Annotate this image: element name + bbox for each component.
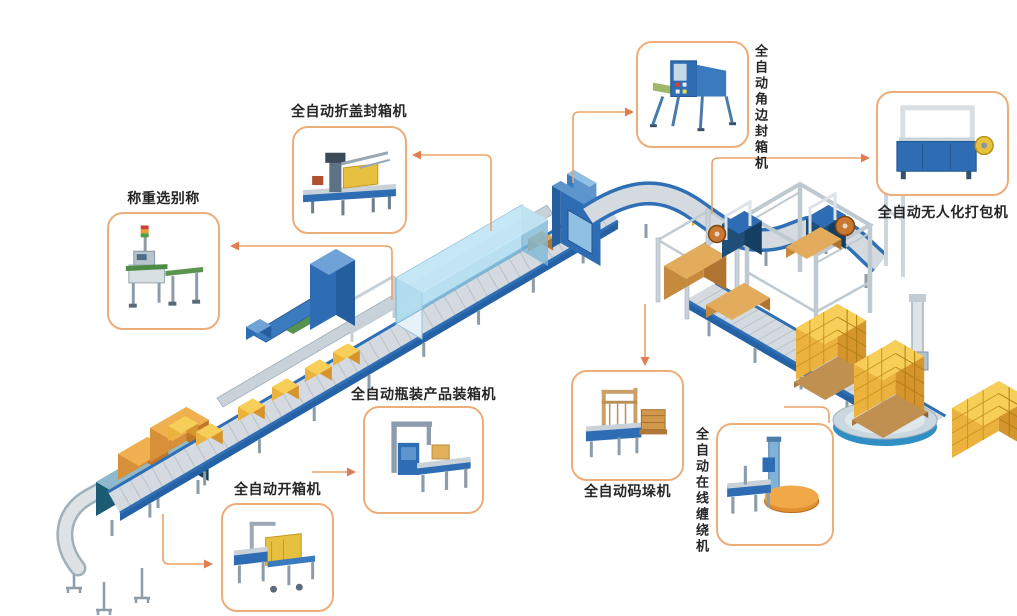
callout-inline-stretch-wrapper [716, 423, 834, 546]
bottle-product-case-packer-illustration [391, 421, 471, 493]
unmanned-strapping-machine-label: 全自动无人化打包机 [877, 204, 1009, 220]
checkweigher-illustration [125, 225, 204, 308]
fold-lid-case-sealer-label: 全自动折盖封箱机 [291, 103, 407, 119]
callout-unmanned-strapping-machine [876, 91, 1009, 196]
fold-lid-case-sealer-illustration [303, 151, 396, 216]
callout-bottle-product-case-packer [363, 406, 484, 514]
sealer-screen [567, 209, 593, 255]
case-erector-label: 全自动开箱机 [234, 481, 321, 497]
caster-wheel [270, 585, 278, 593]
callout-fold-lid-case-sealer [292, 126, 407, 234]
palletizer-illustration [585, 387, 668, 458]
connector-case-erector [162, 514, 205, 565]
tower-light-amber [140, 229, 149, 234]
connector-wrapper [784, 406, 830, 423]
corner-edge-case-sealer-label: 全自动角边封箱机 [753, 44, 768, 172]
connector-fold-lid-sealer [420, 154, 492, 231]
palletizer-label: 全自动码垛机 [584, 483, 671, 499]
inline-case-sealer [552, 170, 601, 266]
caster-wheel [295, 583, 303, 591]
inline-strapper-1 [707, 199, 762, 258]
tower-light-red [140, 225, 149, 230]
connector-checkweigher [238, 245, 393, 300]
bottle-product-case-packer-label: 全自动瓶装产品装箱机 [351, 386, 496, 402]
connector-corner-sealer [572, 111, 626, 183]
pallet-loads [706, 227, 842, 320]
unmanned-strapping-machine-illustration [896, 105, 994, 180]
inline-stretch-wrapper-illustration [727, 436, 820, 514]
case-erector-illustration [233, 521, 316, 593]
inline-stretch-wrapper-label: 全自动在线缠绕机 [694, 427, 709, 555]
film-carriage [762, 457, 775, 473]
callout-corner-edge-case-sealer [636, 41, 749, 148]
pallet [639, 429, 668, 435]
pallet-magazine [655, 208, 740, 320]
callout-case-erector [221, 503, 334, 612]
tower-light-green [140, 233, 149, 238]
corner-edge-case-sealer-illustration [649, 60, 737, 132]
connector-arrowheads [204, 107, 870, 569]
palletizer-gantry [743, 181, 875, 343]
case-packer-station [246, 249, 396, 343]
palletized-stacks [794, 304, 1017, 458]
checkweigher-label: 称重选别称 [127, 190, 200, 206]
connector-strapper [711, 157, 862, 214]
callout-checkweigher [107, 212, 220, 330]
connector-lines [162, 111, 862, 565]
shrink-tunnel [395, 204, 548, 340]
callout-palletizer [571, 370, 684, 481]
